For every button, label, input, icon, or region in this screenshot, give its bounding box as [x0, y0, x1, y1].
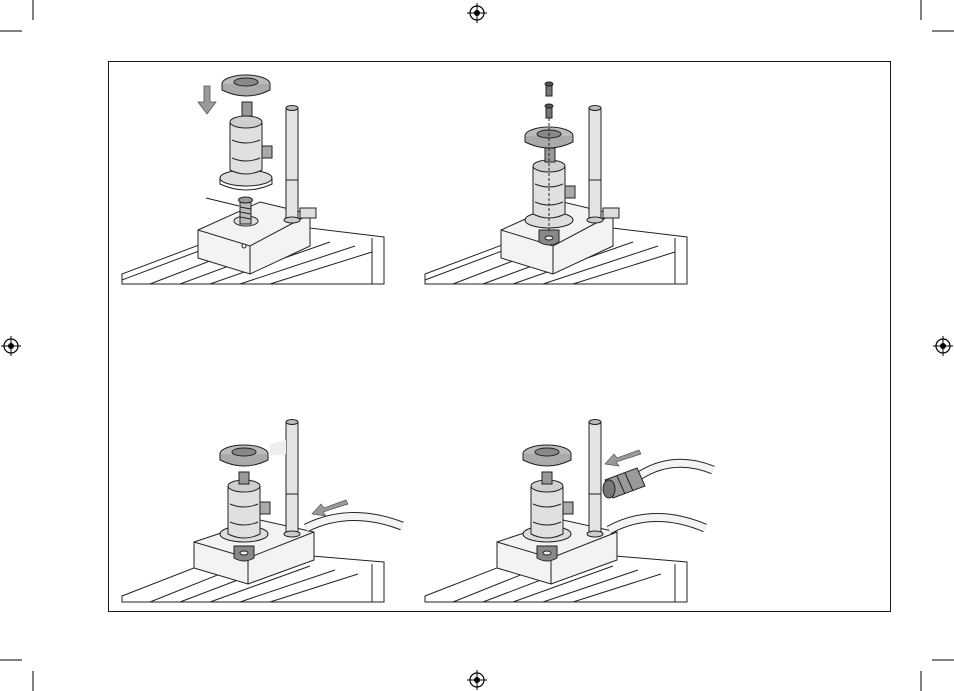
plate-icon [220, 445, 268, 466]
sensor-head-icon [230, 102, 272, 174]
step-2-illustration [413, 62, 713, 302]
guide-rod-icon [587, 420, 603, 538]
mounting-screw-icon [239, 197, 253, 224]
plate-icon [222, 75, 270, 96]
arrow-icon [605, 450, 641, 466]
step-3-illustration [110, 410, 410, 610]
guide-rod-icon [284, 106, 316, 224]
guide-rod-icon [284, 420, 300, 538]
connector-plug-icon [603, 468, 645, 498]
step-1-illustration [110, 62, 410, 302]
cable-icon [306, 516, 402, 528]
plate-icon [523, 445, 571, 466]
step-4-illustration [413, 410, 713, 610]
down-arrow-icon [198, 86, 216, 114]
guide-rod-icon [587, 106, 619, 224]
